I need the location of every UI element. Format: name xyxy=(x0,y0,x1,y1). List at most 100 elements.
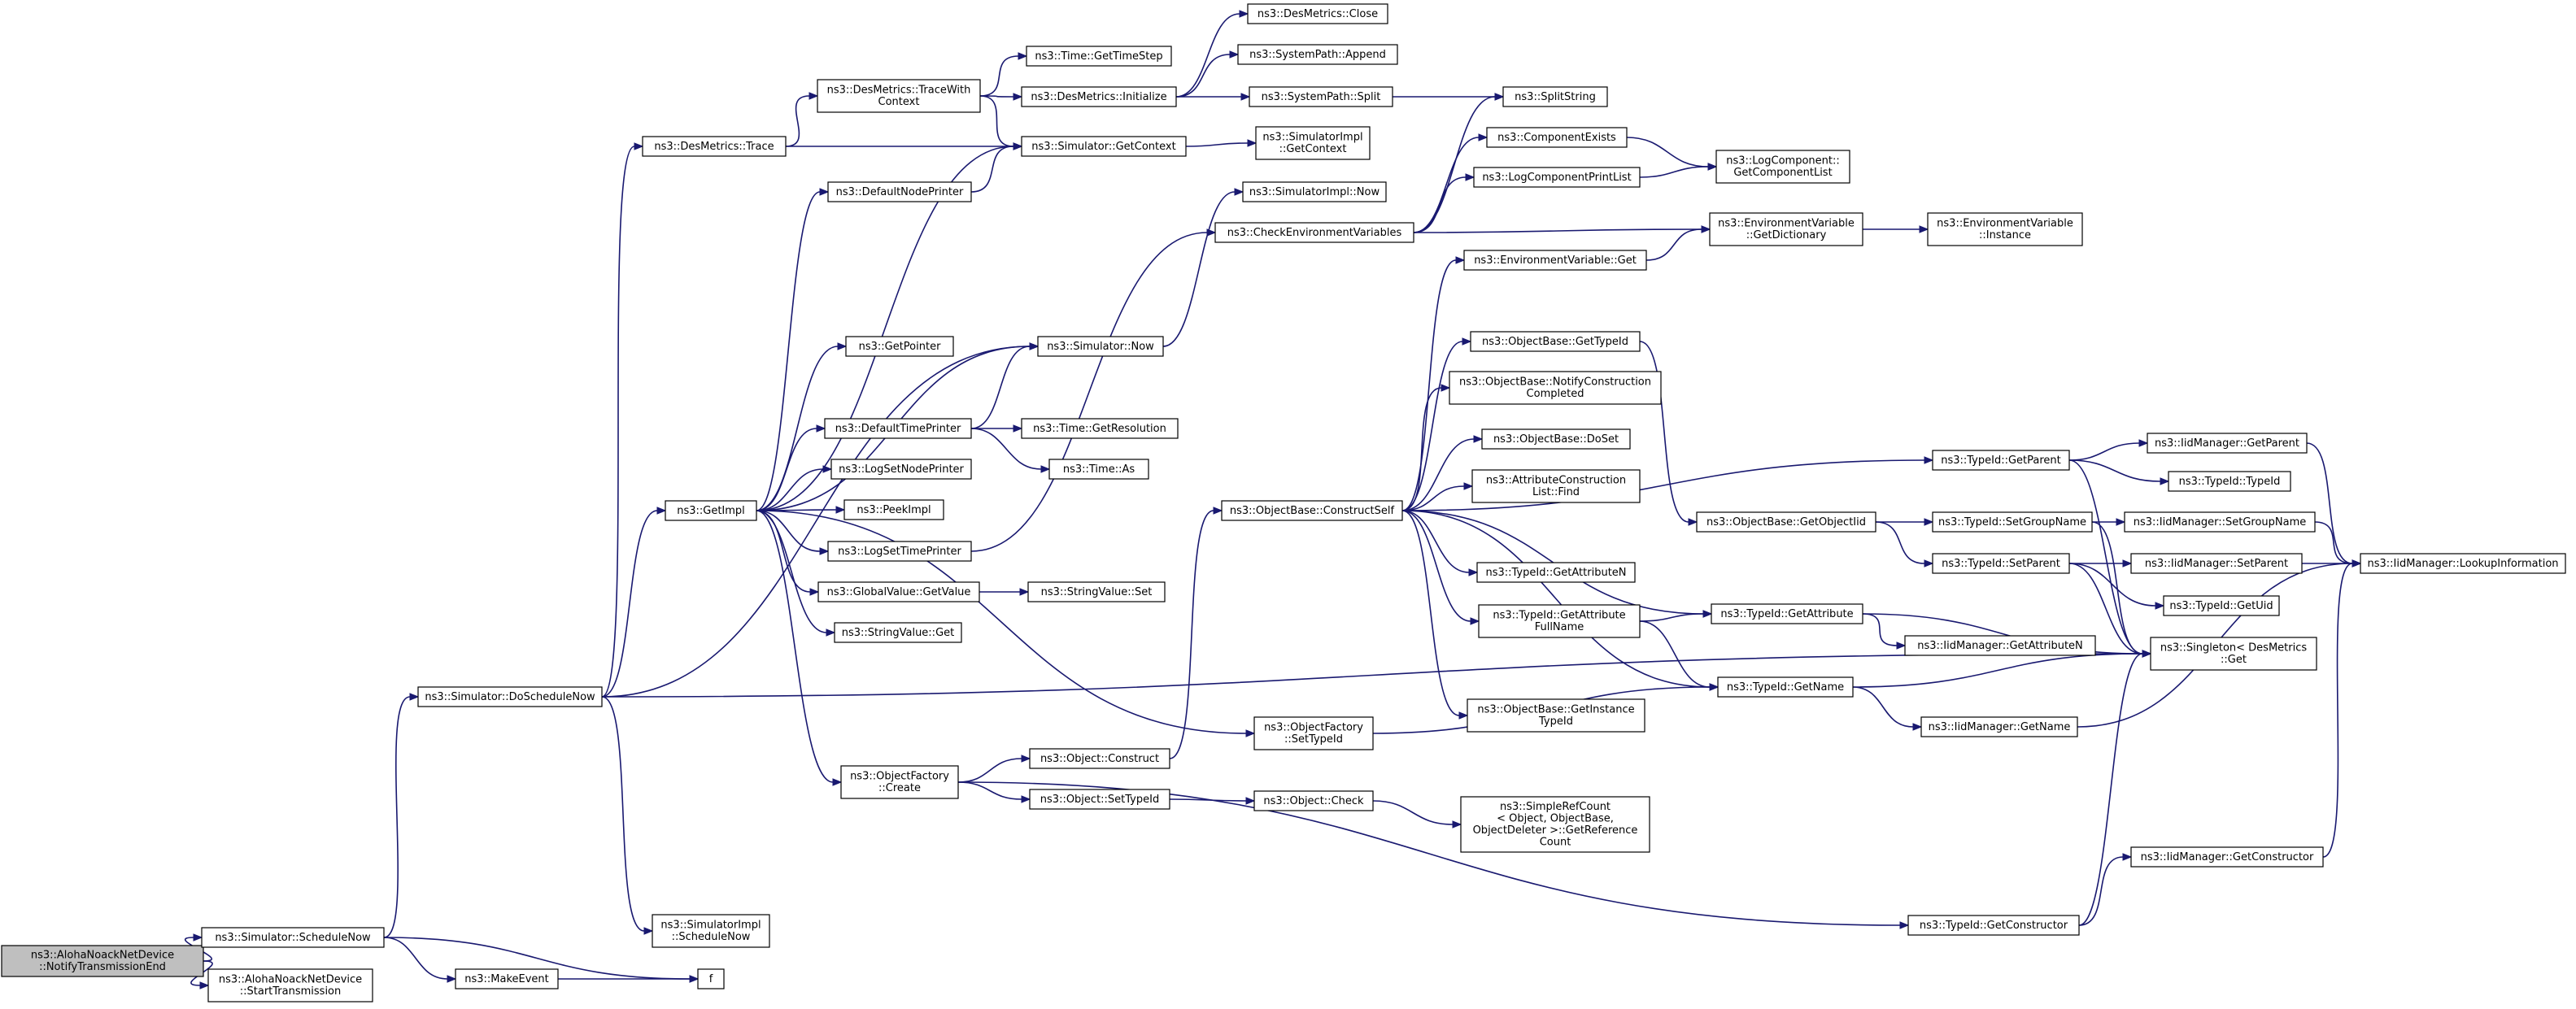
node-ns3-logcomponentprintlist[interactable]: ns3::LogComponentPrintList xyxy=(1473,167,1641,188)
node-ns3-typeid-getparent[interactable]: ns3::TypeId::GetParent xyxy=(1932,450,2070,471)
edge-n33-to-n39 xyxy=(1413,173,1475,233)
node-ns3-splitstring[interactable]: ns3::SplitString xyxy=(1502,86,1608,107)
node-ns3-logsetnodeprinter[interactable]: ns3::LogSetNodePrinter xyxy=(830,459,972,480)
node-ns3-simulator-now[interactable]: ns3::Simulator::Now xyxy=(1037,336,1164,357)
node-ns3-logcomponent-getcomponentlist[interactable]: ns3::LogComponent::GetComponentList xyxy=(1715,150,1850,184)
edge-n26-to-n34 xyxy=(1169,507,1223,759)
node-ns3-typeid-getname[interactable]: ns3::TypeId::GetName xyxy=(1717,676,1854,698)
edge-line xyxy=(601,696,645,932)
node-ns3-alohanoacknetdevice-notifytransmissionend[interactable]: ns3::AlohaNoackNetDevice::NotifyTransmis… xyxy=(1,945,204,977)
node-ns3-time-gettimestep[interactable]: ns3::Time::GetTimeStep xyxy=(1026,46,1172,67)
node-box xyxy=(417,686,603,707)
edge-n34-to-n53 xyxy=(1401,510,1720,691)
edge-line xyxy=(2068,459,2161,482)
node-ns3-typeid-setparent[interactable]: ns3::TypeId::SetParent xyxy=(1932,553,2070,574)
node-ns3-object-check[interactable]: ns3::Object::Check xyxy=(1253,790,1374,811)
edge-arrowhead xyxy=(2116,518,2126,526)
edge-arrowhead xyxy=(1234,188,1244,196)
node-ns3-object-settypeid[interactable]: ns3::Object::SetTypeId xyxy=(1029,789,1170,810)
node-ns3-peekimpl[interactable]: ns3::PeekImpl xyxy=(843,499,944,520)
node-ns3-logsettimeprinter[interactable]: ns3::LogSetTimePrinter xyxy=(827,541,972,562)
edge-line xyxy=(756,468,824,511)
node-ns3-objectbase-notifyconstruction-completed[interactable]: ns3::ObjectBase::NotifyConstructionCompl… xyxy=(1449,371,1662,405)
node-ns3-globalvalue-getvalue[interactable]: ns3::GlobalValue::GetValue xyxy=(817,581,980,602)
node-ns3-object-construct[interactable]: ns3::Object::Construct xyxy=(1029,748,1170,769)
node-ns3-simulator-doschedulenow[interactable]: ns3::Simulator::DoScheduleNow xyxy=(417,686,603,707)
node-ns3-systempath-split[interactable]: ns3::SystemPath::Split xyxy=(1249,86,1393,107)
node-ns3-iidmanager-getattributen[interactable]: ns3::IidManager::GetAttributeN xyxy=(1904,635,2096,656)
node-ns3-defaultnodeprinter[interactable]: ns3::DefaultNodePrinter xyxy=(827,181,972,202)
node-label: ns3::Time::As xyxy=(1063,463,1135,476)
node-ns3-defaulttimeprinter[interactable]: ns3::DefaultTimePrinter xyxy=(824,418,972,439)
node-ns3-typeid-getattribute[interactable]: ns3::TypeId::GetAttribute xyxy=(1711,603,1863,624)
node-ns3-iidmanager-getparent[interactable]: ns3::IidManager::GetParent xyxy=(2147,433,2308,454)
node-box xyxy=(1460,796,1650,853)
node-box xyxy=(845,336,954,357)
node-ns3-time-as[interactable]: ns3::Time::As xyxy=(1048,459,1149,480)
node-label: ns3::SimulatorImpl xyxy=(660,920,761,932)
node-ns3-objectbase-constructself[interactable]: ns3::ObjectBase::ConstructSelf xyxy=(1221,500,1403,521)
node-ns3-iidmanager-lookupinformation[interactable]: ns3::IidManager::LookupInformation xyxy=(2360,553,2566,574)
node-ns3-typeid-getattributen[interactable]: ns3::TypeId::GetAttributeN xyxy=(1476,562,1636,583)
node-ns3-stringvalue-get[interactable]: ns3::StringValue::Get xyxy=(834,622,962,643)
node-label: ns3::TypeId::GetName xyxy=(1727,681,1844,694)
node-label: ns3::EnvironmentVariable xyxy=(1937,218,2073,230)
node-ns3-simulator-getcontext[interactable]: ns3::Simulator::GetContext xyxy=(1021,136,1187,157)
node-ns3-singleton-desmetrics-get[interactable]: ns3::Singleton< DesMetrics::Get xyxy=(2150,637,2317,671)
edge-arrowhead xyxy=(1245,729,1256,737)
node-ns3-stringvalue-set[interactable]: ns3::StringValue::Set xyxy=(1027,581,1166,602)
node-ns3-simulatorimpl-schedulenow[interactable]: ns3::SimulatorImpl::ScheduleNow xyxy=(652,914,770,948)
node-ns3-makeevent[interactable]: ns3::MakeEvent xyxy=(455,968,559,989)
node-ns3-alohanoacknetdevice-starttransmission[interactable]: ns3::AlohaNoackNetDevice::StartTransmiss… xyxy=(207,968,373,1002)
node-ns3-simulator-schedulenow[interactable]: ns3::Simulator::ScheduleNow xyxy=(201,927,385,948)
node-label: ns3::GetPointer xyxy=(859,341,941,353)
node-label: ns3::GlobalValue::GetValue xyxy=(827,586,971,598)
edge-arrowhead xyxy=(816,424,826,433)
node-label: ns3::LogComponentPrintList xyxy=(1482,172,1631,184)
node-ns3-objectfactory-create[interactable]: ns3::ObjectFactory::Create xyxy=(840,765,959,799)
node-ns3-environmentvariable-instance[interactable]: ns3::EnvironmentVariable::Instance xyxy=(1927,212,2083,246)
node-ns3-typeid-setgroupname[interactable]: ns3::TypeId::SetGroupName xyxy=(1932,511,2093,533)
node-box xyxy=(201,927,385,948)
node-ns3-objectbase-getobjectiid[interactable]: ns3::ObjectBase::GetObjectIid xyxy=(1696,511,1876,533)
node-ns3-typeid-typeid[interactable]: ns3::TypeId::TypeId xyxy=(2168,471,2291,492)
node-ns3-objectfactory-settypeid[interactable]: ns3::ObjectFactory::SetTypeId xyxy=(1253,716,1374,750)
node-box xyxy=(824,418,972,439)
node-ns3-desmetrics-initialize[interactable]: ns3::DesMetrics::Initialize xyxy=(1021,86,1177,107)
node-ns3-iidmanager-setparent[interactable]: ns3::IidManager::SetParent xyxy=(2130,553,2303,574)
edge-n46-to-n52 xyxy=(1639,610,1713,622)
node-ns3-systempath-append[interactable]: ns3::SystemPath::Append xyxy=(1237,44,1398,65)
node-f[interactable]: f xyxy=(697,968,725,989)
node-ns3-objectbase-gettypeid[interactable]: ns3::ObjectBase::GetTypeId xyxy=(1470,331,1641,352)
node-ns3-iidmanager-getconstructor[interactable]: ns3::IidManager::GetConstructor xyxy=(2130,846,2324,868)
edge-arrowhead xyxy=(1021,795,1031,803)
node-ns3-desmetrics-trace[interactable]: ns3::DesMetrics::Trace xyxy=(642,136,787,157)
node-ns3-componentexists[interactable]: ns3::ComponentExists xyxy=(1486,127,1628,148)
node-ns3-environmentvariable-get[interactable]: ns3::EnvironmentVariable::Get xyxy=(1463,250,1647,271)
node-label: ns3::TypeId::GetParent xyxy=(1941,454,2061,467)
edge-arrowhead xyxy=(1019,588,1030,596)
node-ns3-simplerefcount-object-objectbase-objectdeleter-getreference-count[interactable]: ns3::SimpleRefCount< Object, ObjectBase,… xyxy=(1460,796,1650,853)
node-box xyxy=(827,181,972,202)
node-ns3-getimpl[interactable]: ns3::GetImpl xyxy=(665,500,757,521)
edge-arrowhead xyxy=(1468,568,1479,576)
node-box xyxy=(1,945,204,977)
node-label: ns3::PeekImpl xyxy=(856,504,931,516)
node-ns3-iidmanager-setgroupname[interactable]: ns3::IidManager::SetGroupName xyxy=(2124,511,2316,533)
node-ns3-checkenvironmentvariables[interactable]: ns3::CheckEnvironmentVariables xyxy=(1214,222,1414,243)
node-ns3-time-getresolution[interactable]: ns3::Time::GetResolution xyxy=(1021,418,1179,439)
node-ns3-desmetrics-close[interactable]: ns3::DesMetrics::Close xyxy=(1247,3,1388,24)
node-ns3-typeid-getconstructor[interactable]: ns3::TypeId::GetConstructor xyxy=(1907,915,2080,936)
node-ns3-simulatorimpl-now[interactable]: ns3::SimulatorImpl::Now xyxy=(1242,181,1387,202)
node-label: ns3::LogComponent:: xyxy=(1726,155,1840,167)
node-ns3-objectbase-doset[interactable]: ns3::ObjectBase::DoSet xyxy=(1481,428,1631,450)
node-ns3-iidmanager-getname[interactable]: ns3::IidManager::GetName xyxy=(1920,716,2078,737)
node-ns3-getpointer[interactable]: ns3::GetPointer xyxy=(845,336,954,357)
node-ns3-typeid-getuid[interactable]: ns3::TypeId::GetUid xyxy=(2163,595,2280,616)
node-ns3-environmentvariable-getdictionary[interactable]: ns3::EnvironmentVariable::GetDictionary xyxy=(1709,212,1863,246)
node-ns3-simulatorimpl-getcontext[interactable]: ns3::SimulatorImpl::GetContext xyxy=(1255,126,1371,160)
